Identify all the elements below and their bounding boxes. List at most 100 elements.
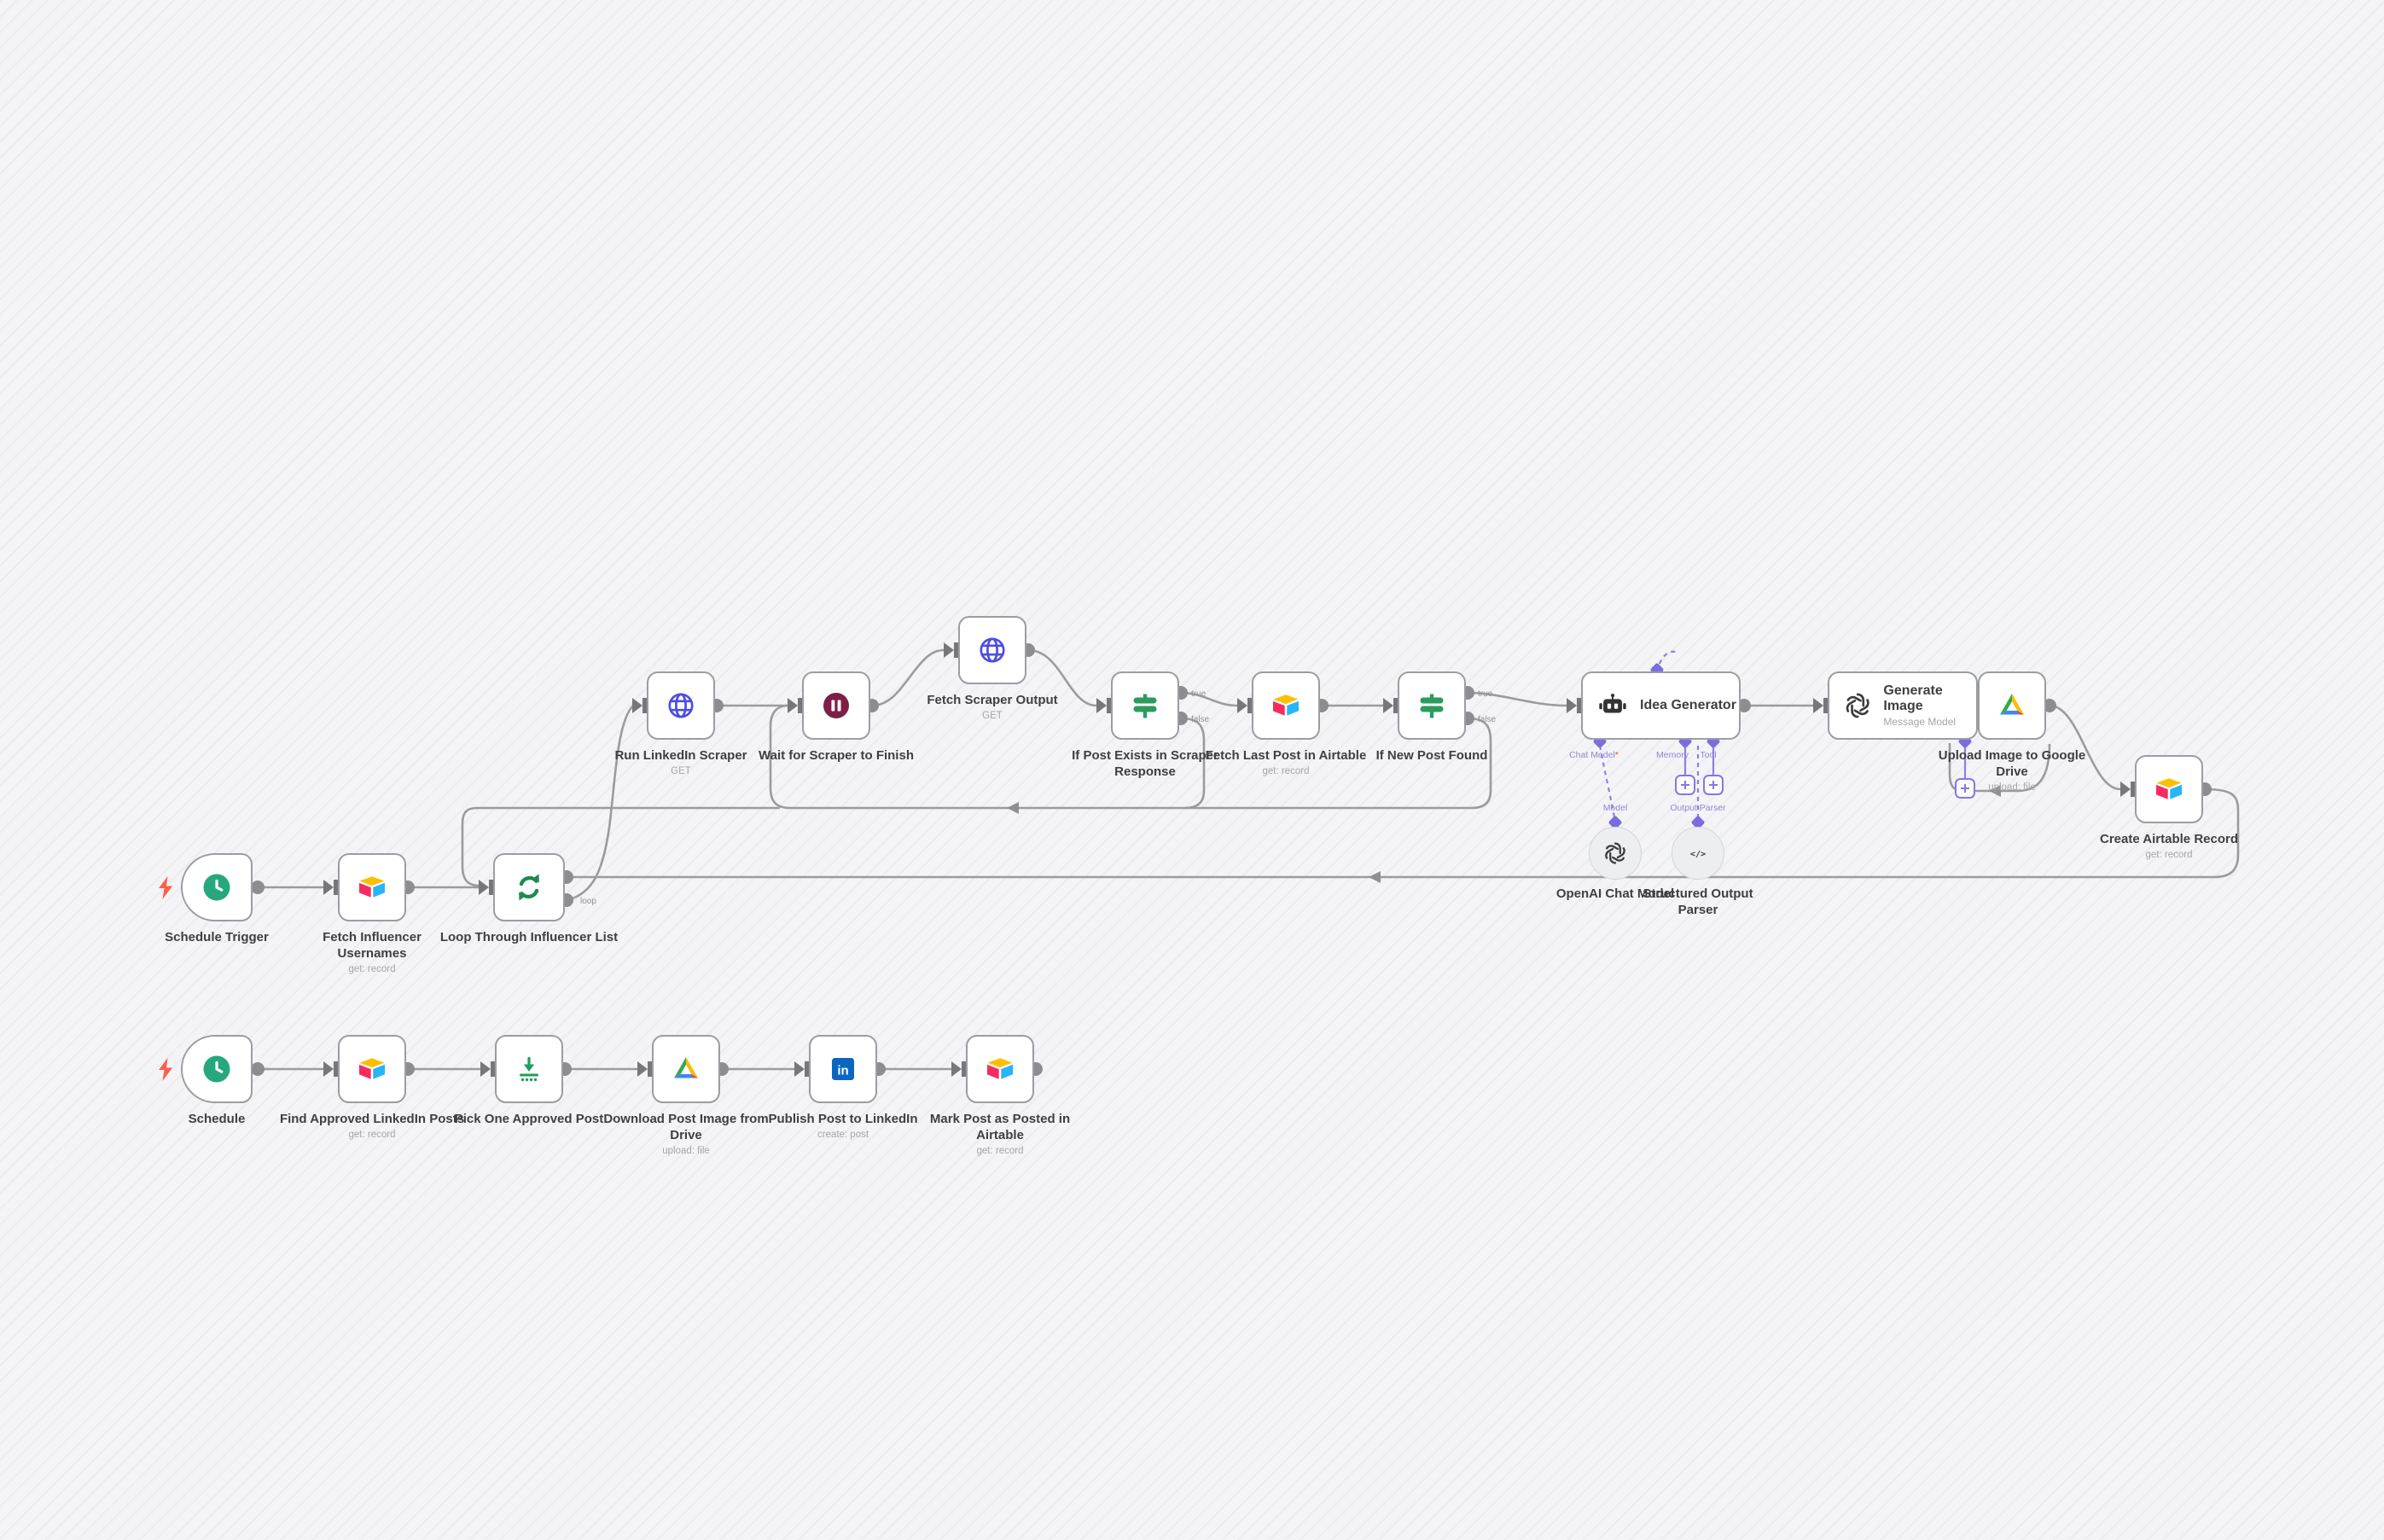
ai-connector-diamond[interactable] xyxy=(1608,816,1623,830)
node-title: Schedule xyxy=(188,1112,246,1126)
input-port[interactable] xyxy=(1237,698,1252,713)
node-wait-for-scraper-to-finish[interactable] xyxy=(802,671,870,740)
node-if-post-exists-in-scraper-response[interactable] xyxy=(1111,671,1179,740)
node-pick-one-approved-post[interactable] xyxy=(495,1035,563,1103)
port-label: true xyxy=(1478,689,1493,699)
node-subtitle: create: post xyxy=(817,1130,869,1141)
signpost-icon xyxy=(1133,694,1157,718)
openai-icon xyxy=(1605,842,1625,864)
port-label: Tool xyxy=(1700,750,1716,760)
node-if-new-post-found[interactable] xyxy=(1398,671,1466,740)
input-port[interactable] xyxy=(788,698,802,713)
schedule-label: Schedule xyxy=(131,1111,302,1127)
node-download-post-image-from-drive[interactable] xyxy=(652,1035,720,1103)
pick-one-approved-post-label: Pick One Approved Post xyxy=(431,1111,627,1127)
ai-connector-diamond[interactable] xyxy=(1691,816,1706,830)
output-port[interactable] xyxy=(251,1062,265,1076)
node-fetch-last-post-in-airtable[interactable] xyxy=(1252,671,1320,740)
input-port[interactable] xyxy=(794,1061,809,1077)
node-subtitle: GET xyxy=(671,766,691,777)
node-subtitle: upload: file xyxy=(1988,782,2036,793)
input-port[interactable] xyxy=(951,1061,966,1077)
fetch-influencer-usernames-label: Fetch Influencer Usernames get: record xyxy=(295,929,449,976)
if-new-post-found-label: If New Post Found xyxy=(1342,747,1521,764)
input-port[interactable] xyxy=(323,1061,338,1077)
node-title: Wait for Scraper to Finish xyxy=(759,748,914,763)
clock-icon xyxy=(203,874,230,901)
output-port[interactable] xyxy=(251,880,265,894)
node-title: Create Airtable Record xyxy=(2100,832,2238,846)
input-port[interactable] xyxy=(1096,698,1111,713)
input-port[interactable] xyxy=(637,1061,652,1077)
flow-direction-arrow xyxy=(1369,871,1381,883)
loop-through-influencer-list-label: Loop Through Influencer List xyxy=(431,929,627,945)
code-icon: </> xyxy=(1690,850,1706,859)
input-port[interactable] xyxy=(480,1061,495,1077)
input-port[interactable] xyxy=(479,880,493,895)
node-subtitle: get: record xyxy=(2145,850,2193,861)
loop-icon xyxy=(519,874,539,901)
flow-direction-arrow xyxy=(1007,802,1019,814)
node-create-airtable-record[interactable] xyxy=(2135,755,2203,823)
node-title: Schedule Trigger xyxy=(165,930,269,944)
node-run-linkedin-scraper[interactable] xyxy=(647,671,715,740)
gdrive-icon xyxy=(2000,694,2024,715)
airtable-icon xyxy=(1273,694,1299,716)
input-port[interactable] xyxy=(323,880,338,895)
node-title: Publish Post to LinkedIn xyxy=(768,1112,918,1126)
create-airtable-record-label: Create Airtable Record get: record xyxy=(2071,831,2267,862)
add-connection-button[interactable] xyxy=(1703,775,1724,795)
input-port[interactable] xyxy=(1813,698,1828,713)
node-title: Idea Generator xyxy=(1640,698,1736,712)
node-title: Fetch Last Post in Airtable xyxy=(1205,748,1367,763)
node-mark-post-as-posted-in-airtable[interactable] xyxy=(966,1035,1034,1103)
node-schedule-trigger[interactable] xyxy=(181,853,253,921)
input-port[interactable] xyxy=(1567,698,1581,713)
add-connection-button[interactable] xyxy=(1955,778,1975,799)
limit-icon xyxy=(520,1056,538,1082)
output-port[interactable] xyxy=(1737,699,1751,712)
output-port[interactable] xyxy=(2043,699,2056,712)
node-loop-through-influencer-list[interactable] xyxy=(493,853,565,921)
node-title: Fetch Influencer Usernames xyxy=(323,930,422,962)
node-subtitle: get: record xyxy=(348,964,396,975)
node-subtitle: Message Model xyxy=(1883,716,1957,728)
port-label: Model xyxy=(1603,803,1628,813)
openai-chat-model-label: OpenAI Chat Model xyxy=(1521,886,1709,902)
airtable-icon xyxy=(359,876,385,898)
node-title: Run LinkedIn Scraper xyxy=(614,748,747,763)
port-label: true xyxy=(1191,689,1207,699)
node-title: Pick One Approved Post xyxy=(454,1112,604,1126)
node-find-approved-linkedin-posts[interactable] xyxy=(338,1035,406,1103)
node-openai-chat-model[interactable] xyxy=(1589,827,1642,880)
node-upload-image-to-google-drive[interactable] xyxy=(1978,671,2046,740)
node-fetch-influencer-usernames[interactable] xyxy=(338,853,406,921)
input-port[interactable] xyxy=(2120,782,2135,797)
airtable-icon xyxy=(987,1058,1013,1079)
input-port[interactable] xyxy=(944,642,958,658)
pause-icon xyxy=(823,693,849,718)
trigger-bolt-icon xyxy=(159,876,172,899)
input-port[interactable] xyxy=(1383,698,1398,713)
input-port[interactable] xyxy=(632,698,647,713)
node-schedule[interactable] xyxy=(181,1035,253,1103)
node-subtitle: upload: file xyxy=(662,1146,710,1157)
node-subtitle: GET xyxy=(982,711,1003,722)
node-structured-output-parser[interactable]: </> xyxy=(1672,827,1724,880)
structured-output-parser-label: Structured Output Parser xyxy=(1625,886,1771,918)
gdrive-icon xyxy=(674,1057,698,1078)
node-title: If Post Exists in Scraper Response xyxy=(1072,748,1218,780)
node-title: Structured Output Parser xyxy=(1643,886,1753,918)
node-fetch-scraper-output[interactable] xyxy=(958,616,1026,684)
signpost-icon xyxy=(1420,694,1444,718)
node-publish-post-to-linkedin[interactable]: in xyxy=(809,1035,877,1103)
add-connection-button[interactable] xyxy=(1675,775,1695,795)
node-idea-generator[interactable]: Idea Generator xyxy=(1581,671,1741,740)
